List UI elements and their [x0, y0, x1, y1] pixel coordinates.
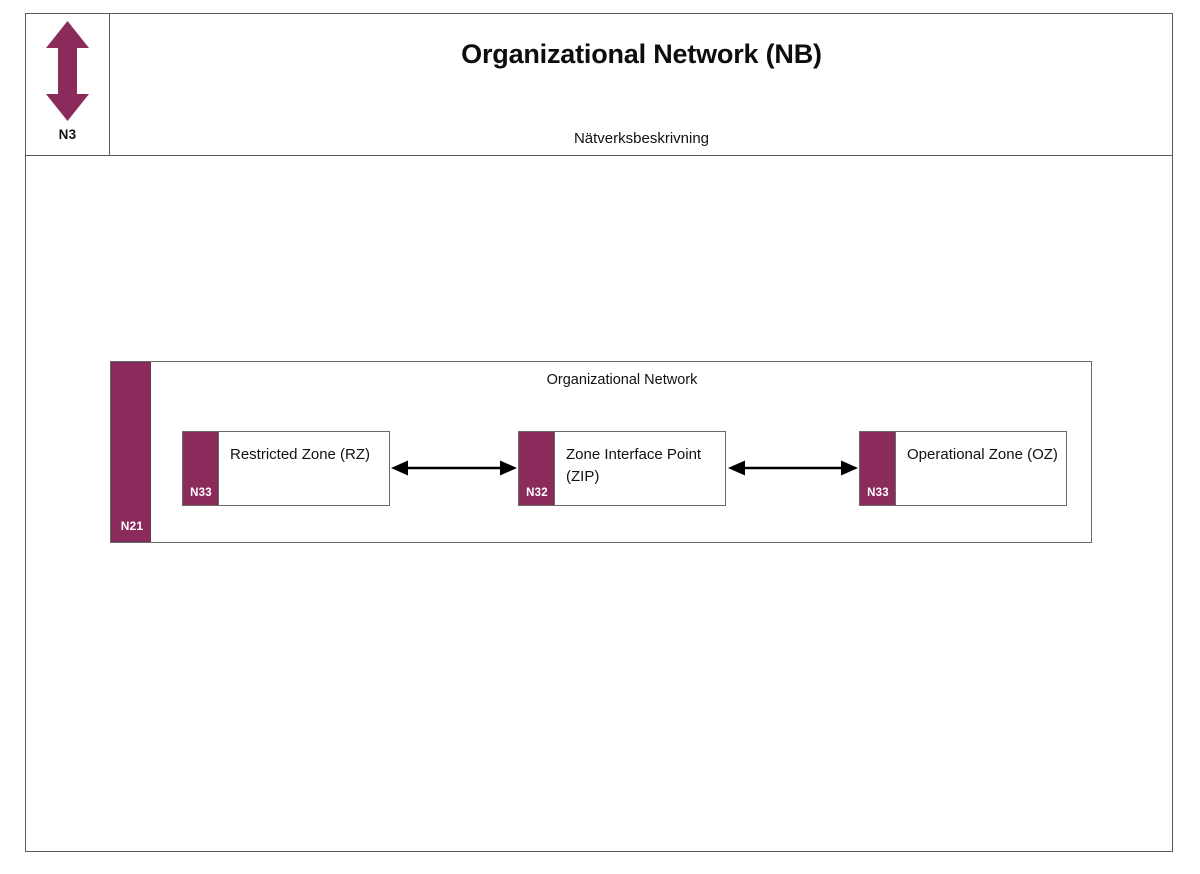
page-subtitle: Nätverksbeskrivning: [573, 130, 710, 147]
header-band: N3 Organizational Network (NB) Nätverksb…: [25, 13, 1173, 156]
node-label: Operational Zone (OZ): [907, 446, 1058, 463]
organizational-network-title: Organizational Network: [546, 372, 698, 388]
organizational-network-container[interactable]: N21 Organizational Network N33 Restricte…: [110, 361, 1092, 543]
double-headed-arrow-icon: [728, 460, 858, 476]
node-operational-zone[interactable]: N33 Operational Zone (OZ): [859, 431, 1067, 506]
node-tag-badge: N33: [183, 432, 219, 505]
node-label: Restricted Zone (RZ): [230, 446, 371, 463]
node-restricted-zone[interactable]: N33 Restricted Zone (RZ): [182, 431, 390, 506]
network-band-label: N21: [120, 519, 144, 533]
connector-rz-zip[interactable]: [390, 458, 518, 478]
node-tag-badge: N32: [519, 432, 555, 505]
network-band: N21: [111, 362, 151, 542]
node-tag-label: N32: [526, 487, 548, 499]
navigation-label: N3: [58, 127, 77, 142]
double-headed-arrow-icon: [391, 460, 517, 476]
node-tag-label: N33: [190, 487, 212, 499]
double-headed-vertical-arrow-icon[interactable]: [25, 19, 110, 123]
node-zone-interface-point[interactable]: N32 Zone Interface Point (ZIP): [518, 431, 726, 506]
node-tag-label: N33: [867, 487, 889, 499]
diagram-canvas: N21 Organizational Network N33 Restricte…: [25, 156, 1173, 852]
page-title: Organizational Network (NB): [461, 39, 822, 69]
connector-zip-oz[interactable]: [727, 458, 859, 478]
node-label: Zone Interface Point (ZIP): [566, 446, 702, 485]
node-tag-badge: N33: [860, 432, 896, 505]
navigation-cell[interactable]: N3: [25, 13, 110, 155]
